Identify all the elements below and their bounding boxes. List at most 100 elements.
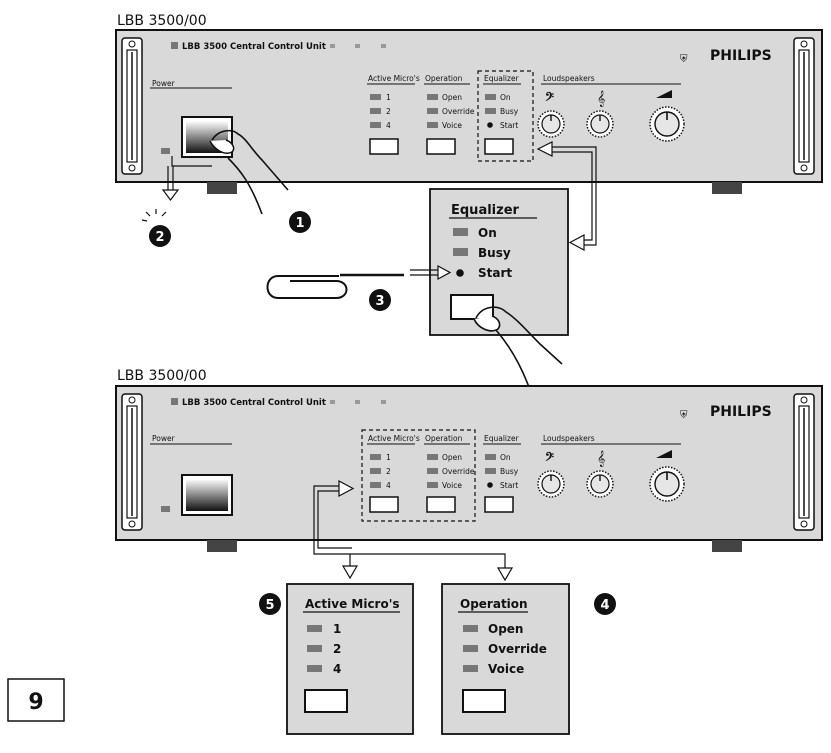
top-bass-knob[interactable]: [537, 110, 565, 138]
volume-icon: [656, 90, 672, 98]
callout-micro-1: 1: [333, 622, 341, 636]
top-volume-knob[interactable]: [649, 106, 685, 142]
top-treble-knob[interactable]: [586, 110, 614, 138]
page-number-box: [7, 678, 65, 722]
bottom-eq-start: Start: [500, 481, 518, 490]
paperclip-icon: [266, 273, 409, 299]
top-operation-button[interactable]: [426, 138, 456, 155]
top-unit: LBB 3500/00 LBB 3500 Central Control Uni…: [115, 13, 823, 194]
top-model-label: LBB 3500/00: [117, 13, 207, 29]
bottom-right-handle: [793, 393, 815, 531]
top-left-handle: [121, 37, 143, 175]
callout-operation-title: Operation: [460, 597, 528, 611]
top-front-panel: [115, 29, 823, 183]
bottom-op-open: Open: [442, 453, 462, 462]
callout-equalizer-button[interactable]: [450, 294, 494, 320]
bottom-micro-2: 2: [386, 467, 391, 476]
bottom-model-label: LBB 3500/00: [117, 368, 207, 384]
equalizer-callout: Equalizer On Busy Start: [429, 188, 569, 336]
step-2-badge: [149, 225, 171, 247]
callout-active-micros-button[interactable]: [304, 689, 348, 713]
callout-micro-2: 2: [333, 642, 341, 656]
callout-eq-on: On: [478, 226, 497, 240]
bottom-micro-4: 4: [386, 481, 391, 490]
bass-clef-icon: 𝄢: [545, 91, 554, 107]
eq-to-callout-arrow: [536, 141, 597, 252]
bottom-bass-clef-icon: 𝄢: [545, 451, 554, 467]
bottom-op-voice: Voice: [442, 481, 462, 490]
top-active-micros-button[interactable]: [369, 138, 399, 155]
bottom-foot-right: [712, 540, 742, 552]
bottom-bass-knob[interactable]: [537, 470, 565, 498]
bottom-power-led: [161, 506, 170, 512]
top-op-voice: Voice: [442, 121, 462, 130]
top-operation-title: Operation: [425, 74, 463, 83]
callout-op-open: Open: [488, 622, 523, 636]
bottom-operation-title: Operation: [425, 434, 463, 443]
step-1-number: 1: [295, 216, 304, 231]
bottom-philips-shield-icon: ⛨: [680, 410, 688, 421]
bottom-treble-knob[interactable]: [586, 470, 614, 498]
treble-clef-icon: 𝄞: [597, 91, 605, 107]
bottom-volume-knob[interactable]: [649, 466, 685, 502]
step-5-number: 5: [265, 598, 274, 613]
bottom-eq-on: On: [500, 453, 511, 462]
page-number: 9: [28, 690, 43, 715]
bottom-title-square-icon: [171, 398, 178, 405]
top-equalizer-title: Equalizer: [484, 74, 520, 83]
top-eq-on: On: [500, 93, 511, 102]
bottom-eq-busy: Busy: [500, 467, 519, 476]
callout-eq-busy: Busy: [478, 246, 511, 260]
top-micro-2: 2: [386, 107, 391, 116]
bottom-active-micros-title: Active Micro's: [368, 434, 420, 443]
bottom-op-override: Override: [442, 467, 475, 476]
top-eq-busy: Busy: [500, 107, 519, 116]
title-square-icon: [171, 42, 178, 49]
bottom-micro-1: 1: [386, 453, 391, 462]
callout-micro-4: 4: [333, 662, 341, 676]
callout-op-voice: Voice: [488, 662, 524, 676]
callout-operation-button[interactable]: [462, 689, 506, 713]
top-loudspeakers-label: Loudspeakers: [543, 74, 595, 83]
top-power-led: [161, 148, 170, 154]
bottom-operation-button[interactable]: [426, 496, 456, 513]
bottom-treble-clef-icon: 𝄞: [597, 451, 605, 467]
top-micro-1: 1: [386, 93, 391, 102]
hand-pressing-power-icon: [209, 129, 289, 215]
bottom-equalizer-title: Equalizer: [484, 434, 520, 443]
step-4-badge: [594, 593, 616, 615]
bottom-active-micros-button[interactable]: [369, 496, 399, 513]
bottom-brand: PHILIPS: [710, 404, 772, 420]
bottom-front-panel: [115, 385, 823, 541]
philips-shield-icon: ⛨: [680, 54, 688, 65]
top-power-label: Power: [152, 79, 176, 88]
bottom-equalizer-button[interactable]: [484, 496, 514, 513]
paperclip-to-start-arrow: [410, 264, 452, 281]
led-to-step2-arrow: [161, 156, 212, 201]
top-right-handle: [793, 37, 815, 175]
top-equalizer-highlight: [477, 70, 534, 162]
top-equalizer-button[interactable]: [484, 138, 514, 155]
step-2-number: 2: [155, 230, 164, 245]
step-3-badge: [369, 289, 391, 311]
top-foot-left: [207, 182, 237, 194]
step-1-badge: [289, 211, 311, 233]
callout-op-override: Override: [488, 642, 547, 656]
bottom-left-handle: [121, 393, 143, 531]
top-brand: PHILIPS: [710, 48, 772, 64]
operation-callout: Operation Open Override Voice: [441, 583, 570, 735]
hand-pressing-equalizer-icon: [473, 306, 563, 391]
active-micros-callout: Active Micro's 1 2 4: [286, 583, 414, 735]
bottom-unit: LBB 3500/00 LBB 3500 Central Control Uni…: [115, 368, 823, 552]
top-eq-start: Start: [500, 121, 518, 130]
step-4-number: 4: [600, 598, 609, 613]
top-op-override: Override: [442, 107, 475, 116]
bottom-unit-title: LBB 3500 Central Control Unit: [182, 398, 326, 408]
top-micro-4: 4: [386, 121, 391, 130]
bottom-volume-icon: [656, 450, 672, 458]
bottom-power-label: Power: [152, 434, 176, 443]
step-3-number: 3: [375, 294, 384, 309]
top-unit-title: LBB 3500 Central Control Unit: [182, 42, 326, 52]
callout-eq-start: Start: [478, 266, 512, 280]
